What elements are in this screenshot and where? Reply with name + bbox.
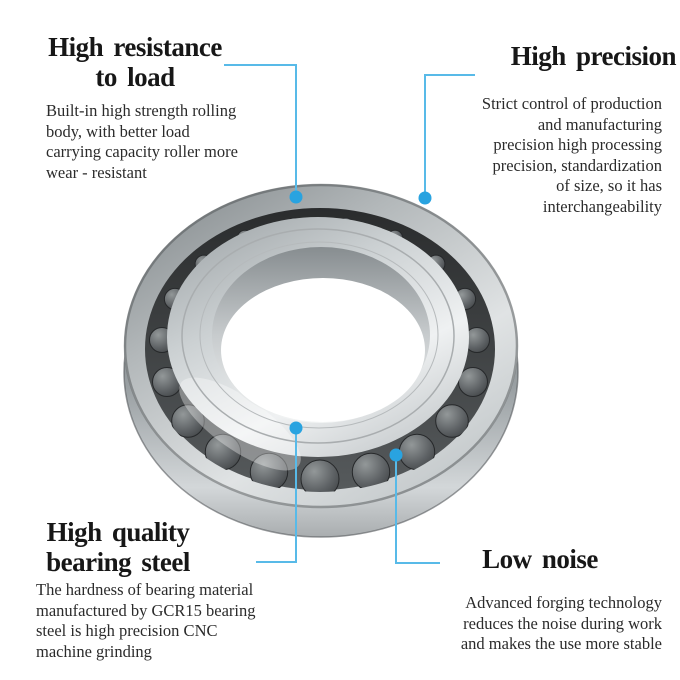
callout-dot-high-precision: [418, 191, 432, 205]
callout-title-low-noise: Low noise: [482, 544, 598, 574]
bearing-bore: [212, 247, 430, 423]
callout-line-high-resistance: [224, 64, 297, 191]
callout-dot-high-resistance: [289, 190, 303, 204]
callout-title-high-precision: High precision: [510, 41, 677, 71]
callout-dot-high-quality: [289, 421, 303, 435]
callout-line-low-noise: [395, 459, 440, 564]
callout-connectors: [224, 64, 475, 564]
callout-title-high-quality-bearing-steel: High quality bearing steel: [46, 517, 190, 577]
callout-dot-low-noise: [389, 448, 403, 462]
callout-body-high-precision: Strict control of production and manufac…: [481, 94, 662, 216]
callout-body-high-quality-bearing-steel: The hardness of bearing material manufac…: [36, 580, 256, 661]
callout-body-low-noise: Advanced forging technology reduces the …: [460, 593, 662, 653]
callout-body-high-resistance-to-load: Built-in high strength rolling body, wit…: [46, 101, 238, 182]
callout-title-high-resistance-to-load: High resistance to load: [48, 32, 222, 92]
callout-line-high-quality: [256, 432, 297, 563]
callout-line-high-precision: [424, 74, 475, 192]
